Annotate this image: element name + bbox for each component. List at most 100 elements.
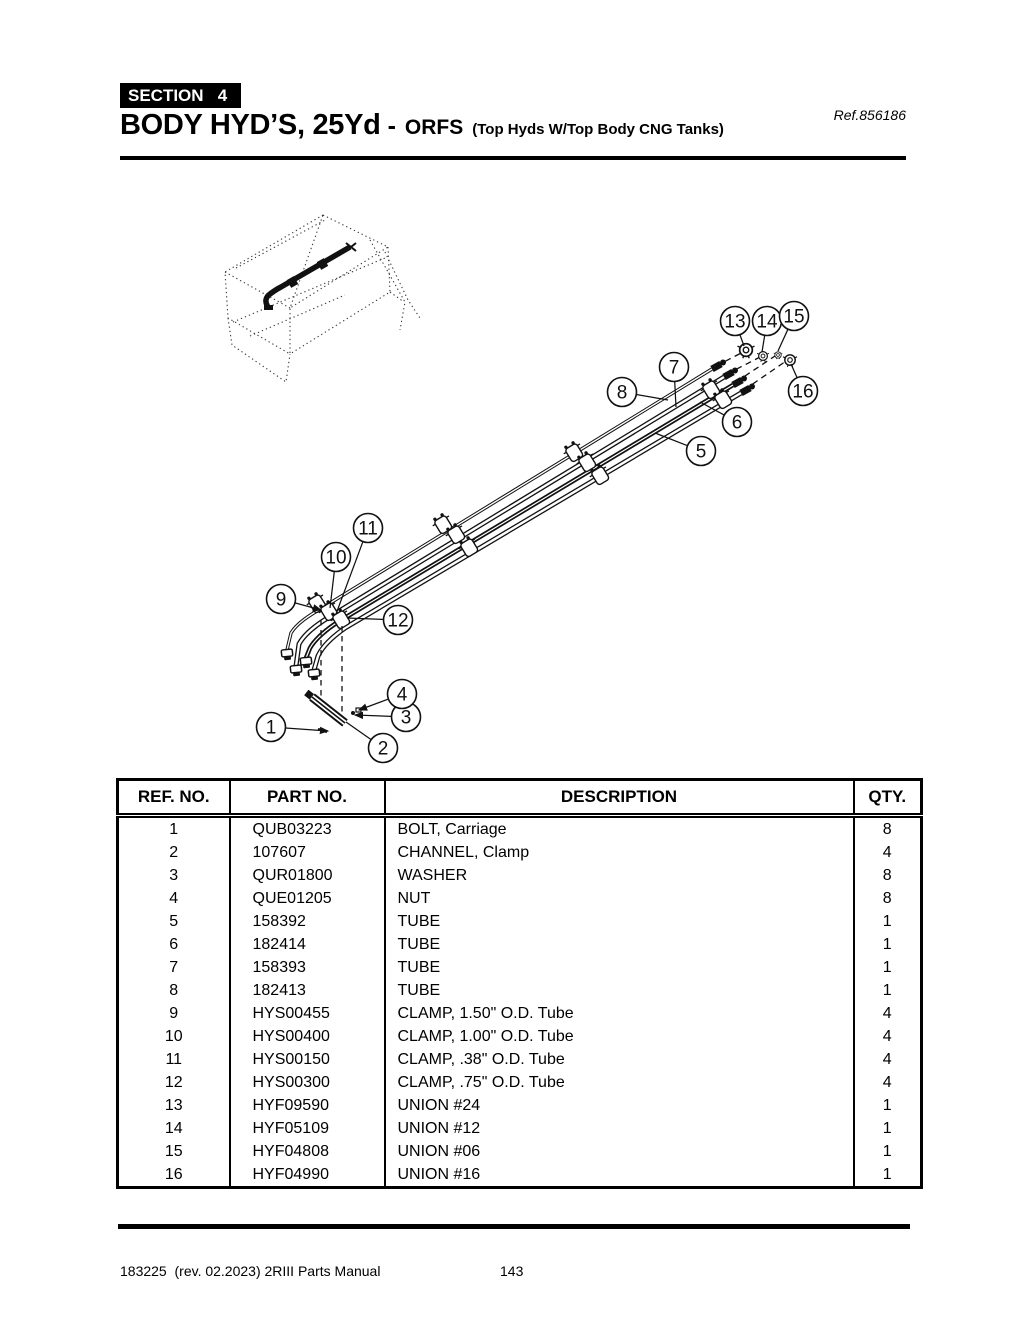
qty-cell: 1 xyxy=(852,933,922,956)
part-no-cell: QUR01800 xyxy=(228,864,385,887)
callout-14: 14 xyxy=(751,305,783,353)
ref-no-cell: 16 xyxy=(164,1166,183,1183)
part-no-cell: 182414 xyxy=(228,933,385,956)
callout-number: 4 xyxy=(397,685,408,706)
truck-tube-assembly xyxy=(263,242,357,310)
callout-circle xyxy=(658,351,690,383)
callout-number: 2 xyxy=(378,739,389,760)
part-no-cell: HYS00300 xyxy=(228,1071,385,1094)
part-no-cell: 158392 xyxy=(228,910,385,933)
part-no-cell: QUE01205 xyxy=(228,887,385,910)
callout-number: 12 xyxy=(387,611,408,632)
qty-cell: 4 xyxy=(852,1002,922,1025)
ref-no-cell: 11 xyxy=(165,1051,183,1068)
ref-no-cell: 9 xyxy=(169,1005,179,1022)
callout-16: 16 xyxy=(787,363,819,407)
description-cell: TUBE xyxy=(383,933,854,956)
header-rule xyxy=(120,156,906,160)
callout-circle xyxy=(367,732,399,764)
callout-number: 5 xyxy=(696,442,707,463)
callout-number: 13 xyxy=(724,312,745,333)
qty-cell: 8 xyxy=(852,887,922,910)
callout-number: 1 xyxy=(266,718,277,739)
ref-no-cell: 15 xyxy=(164,1143,183,1160)
callout-leader-line xyxy=(777,328,789,352)
callout-circle xyxy=(606,376,638,408)
title-paren: (Top Hyds W/Top Body CNG Tanks) xyxy=(472,121,724,138)
callout-15: 15 xyxy=(777,300,810,352)
part-no-cell: HYS00150 xyxy=(228,1048,385,1071)
callout-leader-line xyxy=(674,381,677,408)
callout-leader-line xyxy=(654,432,688,447)
qty-cell: 4 xyxy=(852,1025,922,1048)
description-cell: TUBE xyxy=(383,956,854,979)
footer-rule xyxy=(118,1224,910,1229)
callout-leader-line xyxy=(335,541,364,615)
qty-cell: 8 xyxy=(852,815,922,841)
ref-no-cell: 7 xyxy=(169,959,179,976)
callout-number: 16 xyxy=(792,382,813,403)
callout-circle xyxy=(320,541,352,573)
callout-circle xyxy=(721,406,753,438)
callout-leader-line xyxy=(790,363,798,379)
qty-cell: 1 xyxy=(852,979,922,1002)
callout-leader-line xyxy=(357,698,389,711)
callout-leader-line xyxy=(329,571,335,609)
qty-cell: 1 xyxy=(852,956,922,979)
callout-12: 12 xyxy=(346,604,414,636)
qty-cell: 8 xyxy=(852,864,922,887)
qty-cell: 4 xyxy=(852,1071,922,1094)
callout-4: 4 xyxy=(357,678,418,711)
callout-5: 5 xyxy=(654,432,717,467)
title-orfs: ORFS xyxy=(404,116,464,139)
callout-leader-line xyxy=(294,602,323,612)
part-no-cell: QUB03223 xyxy=(228,815,385,841)
ref-no-cell: 1 xyxy=(169,821,179,838)
callout-circle xyxy=(255,711,287,743)
description-cell: TUBE xyxy=(383,910,854,933)
ref-no-cell: 4 xyxy=(169,890,179,907)
callout-7: 7 xyxy=(658,351,690,408)
column-header: REF. NO. xyxy=(117,779,230,818)
description-cell: CLAMP, .38" O.D. Tube xyxy=(383,1048,854,1071)
callout-number: 6 xyxy=(732,413,743,434)
ref-no-cell: 6 xyxy=(169,936,179,953)
description-cell: WASHER xyxy=(383,864,854,887)
qty-cell: 4 xyxy=(852,841,922,864)
part-no-cell: 158393 xyxy=(228,956,385,979)
callout-circle xyxy=(685,435,717,467)
callout-number: 15 xyxy=(783,307,804,328)
ref-no-cell: 2 xyxy=(169,844,179,861)
qty-cell: 1 xyxy=(852,1094,922,1117)
ref-no-cell: 5 xyxy=(169,913,179,930)
footer-page-number: 143 xyxy=(500,1263,524,1279)
qty-cell: 1 xyxy=(852,1163,922,1188)
section-label: SECTION 4 xyxy=(120,83,242,108)
description-cell: UNION #16 xyxy=(383,1163,854,1188)
column-header: QTY. xyxy=(852,779,922,818)
part-no-cell: HYF04808 xyxy=(228,1140,385,1163)
description-cell: CLAMP, .75" O.D. Tube xyxy=(383,1071,854,1094)
ref-no-cell: 12 xyxy=(164,1074,183,1091)
channel-clamp-group xyxy=(304,620,362,734)
ref-no-cell: 10 xyxy=(164,1028,183,1045)
callout-circle xyxy=(787,375,819,407)
description-cell: UNION #24 xyxy=(383,1094,854,1117)
title-main: BODY HYD’S, 25Yd xyxy=(120,109,381,141)
callout-number: 7 xyxy=(669,358,680,379)
description-cell: CLAMP, 1.50" O.D. Tube xyxy=(383,1002,854,1025)
